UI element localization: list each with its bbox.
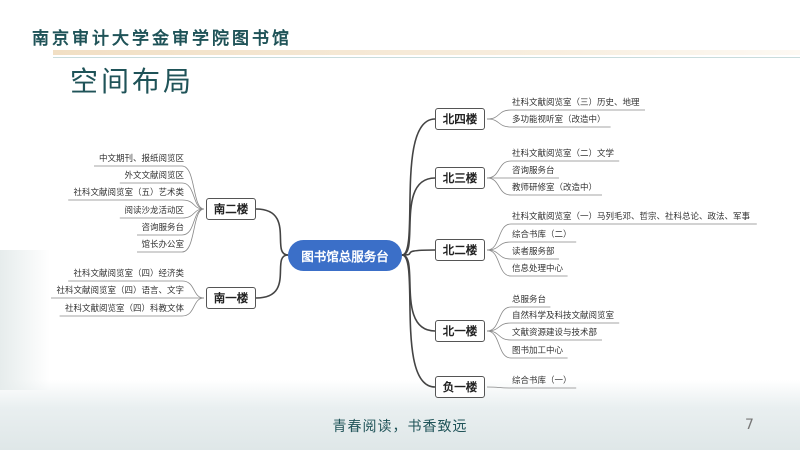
- floor-item: 馆长办公室: [141, 240, 184, 250]
- floor-item: 信息处理中心: [512, 264, 564, 274]
- branch-line: [401, 254, 436, 332]
- floor-node-south2: 南二楼: [206, 198, 256, 220]
- floor-item: 中文期刊、报纸阅览区: [98, 154, 184, 164]
- leaf-line: [486, 249, 559, 260]
- branch-line: [401, 249, 436, 256]
- floor-item: 社科文献阅览室（五）艺术类: [73, 188, 184, 198]
- floor-node-south1: 南一楼: [206, 287, 256, 309]
- leaf-line: [68, 199, 205, 210]
- floor-item: 外文文献阅览区: [124, 171, 184, 181]
- leaf-line: [486, 330, 602, 341]
- central-node: 图书馆总服务台: [288, 240, 402, 271]
- background-mist: [0, 380, 800, 450]
- leaf-line: [486, 223, 757, 251]
- leaf-line: [68, 280, 205, 299]
- library-name: 南京审计大学金审学院图书馆: [32, 29, 292, 49]
- floor-item: 总服务台: [512, 295, 547, 305]
- header-rule: [53, 57, 800, 58]
- floor-node-north1: 北一楼: [435, 320, 485, 342]
- floor-item: 社科文献阅览室（二）文学: [512, 149, 615, 159]
- leaf-line: [486, 330, 568, 359]
- branch-line: [401, 118, 436, 256]
- leaf-line: [94, 165, 205, 210]
- floor-item: 教师研修室（改造中）: [512, 183, 598, 193]
- floor-item: 社科文献阅览室（四）科教文体: [64, 304, 184, 314]
- leaf-line: [137, 208, 205, 253]
- floor-item: 图书加工中心: [512, 346, 564, 356]
- floor-item: 综合书库（一）: [512, 376, 572, 386]
- page-title: 空间布局: [70, 65, 195, 98]
- floor-node-basement1: 负一楼: [435, 376, 485, 398]
- floor-node-north4: 北四楼: [435, 108, 485, 130]
- leaf-line: [486, 109, 645, 120]
- background-mist-left: [0, 250, 50, 390]
- header-divider: [53, 50, 800, 55]
- branch-line: [255, 254, 289, 299]
- floor-item: 文献资源建设与技术部: [512, 328, 598, 338]
- floor-item: 多功能视听室（改造中）: [512, 115, 606, 125]
- branch-line: [255, 208, 289, 256]
- branch-line: [401, 254, 436, 388]
- floor-item: 咨询服务台: [141, 223, 184, 233]
- leaf-line: [486, 118, 611, 128]
- floor-item: 社科文献阅览室（三）历史、地理: [512, 98, 640, 108]
- floor-item: 社科文献阅览室（四）语言、文字: [56, 286, 184, 296]
- floor-item: 社科文献阅览室（四）经济类: [73, 269, 184, 279]
- leaf-line: [486, 386, 577, 389]
- leaf-line: [486, 177, 602, 196]
- floor-item: 自然科学及科技文献阅览室: [512, 311, 615, 321]
- leaf-line: [119, 182, 205, 210]
- leaf-line: [486, 160, 620, 179]
- floor-node-north2: 北二楼: [435, 239, 485, 261]
- leaf-line: [486, 322, 620, 332]
- leaf-line: [486, 249, 568, 277]
- leaf-line: [486, 306, 551, 332]
- floor-item: 综合书库（二）: [512, 230, 572, 240]
- page-number: 7: [745, 417, 754, 433]
- slogan: 青春阅读，书香致远: [332, 419, 468, 435]
- floor-node-north3: 北三楼: [435, 167, 485, 189]
- floor-item: 咨询服务台: [512, 166, 555, 176]
- leaf-line: [486, 241, 577, 251]
- branch-line: [401, 177, 436, 256]
- floor-item: 阅读沙龙活动区: [124, 206, 184, 216]
- leaf-line: [59, 297, 205, 317]
- floor-item: 社科文献阅览室（一）马列毛邓、哲宗、社科总论、政法、军事: [512, 212, 751, 222]
- floor-item: 读者服务部: [512, 247, 555, 257]
